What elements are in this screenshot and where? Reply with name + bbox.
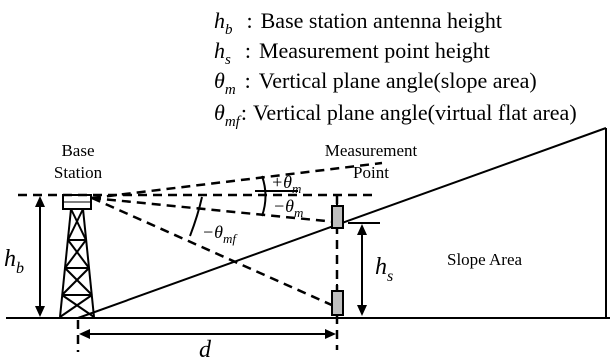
measurement-devices: [331, 199, 344, 316]
legend: hb:Base station antenna height hs:Measur…: [214, 8, 577, 130]
measurement-device-upper: [331, 205, 344, 229]
slope-area-label: Slope Area: [447, 250, 523, 269]
minus-theta-m-label: −θm: [273, 196, 303, 220]
legend-row-theta-m: θm:Vertical plane angle(slope area): [214, 68, 537, 98]
upper-ray: [91, 161, 383, 200]
angle-arcs: [189, 175, 298, 237]
plus-theta-m-label: +θm: [271, 172, 301, 196]
legend-row-theta-mf: θmf:Vertical plane angle(virtual flat ar…: [214, 100, 577, 130]
base-station-label-line2: Station: [54, 163, 103, 182]
legend-row-hb: hb:Base station antenna height: [214, 8, 502, 38]
measurement-point-label-line1: Measurement: [325, 141, 418, 160]
dimension-arrows: [35, 196, 380, 339]
legend-row-hs: hs:Measurement point height: [214, 38, 490, 68]
diagram-labels: Base Station Measurement Point Slope Are…: [4, 141, 523, 361]
dashed-lines: [18, 161, 383, 352]
measurement-device-lower: [331, 290, 344, 316]
base-station-tower: [59, 194, 95, 318]
minus-theta-mf-label: −θmf: [202, 222, 238, 246]
terrain: [6, 127, 610, 319]
ray-to-upper-point: [91, 196, 337, 224]
d-symbol: d: [199, 337, 212, 361]
base-station-label-line1: Base: [61, 141, 94, 160]
hb-symbol: hb: [4, 246, 24, 277]
measurement-point-label-line2: Point: [353, 163, 389, 182]
theta-m-arc: [261, 175, 267, 217]
theta-mf-arc: [189, 196, 203, 237]
hs-symbol: hs: [375, 254, 393, 285]
